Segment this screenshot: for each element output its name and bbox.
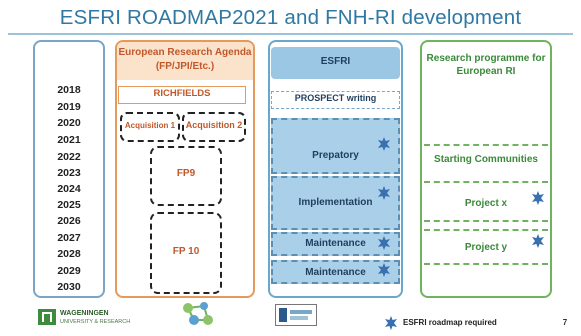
year-label: 2020 xyxy=(57,117,81,129)
research-agenda-header-bg xyxy=(117,42,253,80)
richfields-box xyxy=(118,86,246,104)
year-label: 2024 xyxy=(57,183,81,195)
year-label: 2021 xyxy=(57,134,81,146)
legend-label: ESFRI roadmap required xyxy=(403,318,497,327)
fp10-label: FP 10 xyxy=(172,246,200,257)
network-logo-icon xyxy=(183,302,213,325)
year-label: 2022 xyxy=(57,151,81,163)
prospect-box xyxy=(271,91,400,109)
partner-logo-icon xyxy=(275,304,317,326)
year-label: 2018 xyxy=(57,84,81,96)
year-label: 2019 xyxy=(57,101,81,113)
esfri-roadmap-marker-icon xyxy=(378,236,390,250)
esfri-roadmap-marker-icon xyxy=(378,186,390,200)
preparatory-phase-label: Prepatory xyxy=(312,150,359,161)
wageningen-logo-icon xyxy=(38,309,56,325)
esfri-roadmap-marker-icon xyxy=(378,263,390,277)
maintenance-phase-box xyxy=(271,260,400,284)
research-programme-header: Research programme for European RI xyxy=(426,53,546,77)
esfri-roadmap-marker-icon xyxy=(378,137,390,151)
preparatory-phase-box xyxy=(271,118,400,174)
esfri-roadmap-marker-icon xyxy=(532,234,544,248)
divider-line xyxy=(424,263,548,265)
year-label: 2028 xyxy=(57,248,81,260)
prospect-label: PROSPECT writing xyxy=(294,93,377,103)
fp10-box xyxy=(150,212,222,294)
acquisition-1-label: Acquisition 1 xyxy=(124,121,176,130)
implementation-phase-box xyxy=(271,176,400,230)
starting-communities-label: Starting Communities xyxy=(434,154,538,165)
esfri-column xyxy=(268,40,403,298)
divider-line xyxy=(424,229,548,231)
acquisition-2-box xyxy=(182,112,246,142)
maintenance-phase-label: Maintenance xyxy=(305,238,366,249)
page-number: 7 xyxy=(562,318,568,327)
research-agenda-column xyxy=(115,40,255,298)
divider-line xyxy=(424,144,548,146)
year-label: 2030 xyxy=(57,281,81,293)
wageningen-logo-subtext: UNIVERSITY & RESEARCH xyxy=(60,319,131,325)
maintenance-phase-label: Maintenance xyxy=(305,267,366,278)
year-label: 2026 xyxy=(57,215,81,227)
research-programme-column xyxy=(420,40,552,298)
year-label: 2025 xyxy=(57,199,81,211)
acquisition-2-label: Acquisition 2 xyxy=(185,120,243,130)
esfri-header: ESFRI xyxy=(320,56,351,67)
project-y-label: Project y xyxy=(464,242,508,253)
legend-marker-icon xyxy=(385,316,397,330)
implementation-phase-label: Implementation xyxy=(298,197,373,208)
richfields-label: RICHFIELDS xyxy=(153,88,211,99)
esfri-roadmap-marker-icon xyxy=(532,191,544,205)
wageningen-logo-text: WAGENINGEN xyxy=(60,310,109,317)
years-column xyxy=(33,40,105,298)
fp9-box xyxy=(150,146,222,206)
acquisition-1-box xyxy=(120,112,180,142)
slide-title: ESFRI ROADMAP2021 and FNH-RI development xyxy=(59,6,522,29)
esfri-header-bg xyxy=(271,47,400,79)
year-label: 2023 xyxy=(57,167,81,179)
project-x-label: Project x xyxy=(464,198,508,209)
research-agenda-header: European Research Agenda (FP/JPI/Etc.) xyxy=(118,47,252,72)
divider-line xyxy=(424,220,548,222)
year-label: 2029 xyxy=(57,265,81,277)
maintenance-phase-box xyxy=(271,232,400,256)
year-label: 2027 xyxy=(57,232,81,244)
fp9-label: FP9 xyxy=(176,168,196,179)
divider-line xyxy=(424,181,548,183)
title-rule xyxy=(8,33,573,35)
